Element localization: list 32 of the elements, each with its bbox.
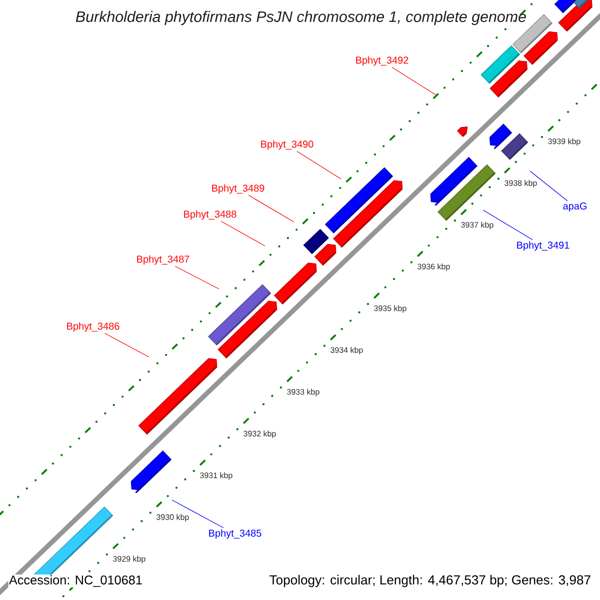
accession-label: Accession: NC_010681 <box>8 574 144 588</box>
gene-label: Bphyt_3490 <box>261 140 314 150</box>
leader-line <box>296 150 342 180</box>
tick-label: 3929 kbp <box>113 556 146 564</box>
leader-line <box>248 194 294 222</box>
gene-label: Bphyt_3489 <box>212 184 264 194</box>
tick-label: 3935 kbp <box>374 305 406 313</box>
leader-line <box>220 220 266 246</box>
gene-label: Bphyt_3492 <box>356 56 408 66</box>
leader-line <box>392 66 436 96</box>
leader-line <box>104 332 150 358</box>
gene-label: Bphyt_3491 <box>517 241 570 251</box>
gene-label: Bphyt_3487 <box>137 255 190 265</box>
leader-line <box>482 210 533 240</box>
title: Burkholderia phytofirmans PsJN chromosome 1, complete genome <box>76 10 526 26</box>
genome-info-label: Topology: circular; Length: 4,467,537 bp; Genes: 3,987 <box>268 574 592 588</box>
tick-label: 3938 kbp <box>504 180 537 188</box>
tick-label: 3931 kbp <box>200 472 232 480</box>
leader-line <box>172 500 224 528</box>
tick-label: 3930 kbp <box>156 514 189 522</box>
gene-label: Bphyt_3486 <box>67 322 120 332</box>
leader-line <box>530 170 568 202</box>
tick-label: 3932 kbp <box>244 430 276 438</box>
tick-label: 3933 kbp <box>287 388 320 396</box>
tick-label: 3939 kbp <box>548 138 580 146</box>
gene-label: apaG <box>563 202 586 212</box>
tick-label: 3937 kbp <box>461 222 494 230</box>
gene-label: Bphyt_3488 <box>184 210 236 220</box>
gene-label: Bphyt_3485 <box>209 529 262 539</box>
leader-line <box>174 266 220 290</box>
tick-label: 3936 kbp <box>418 263 450 271</box>
tick-label: 3934 kbp <box>330 346 363 354</box>
